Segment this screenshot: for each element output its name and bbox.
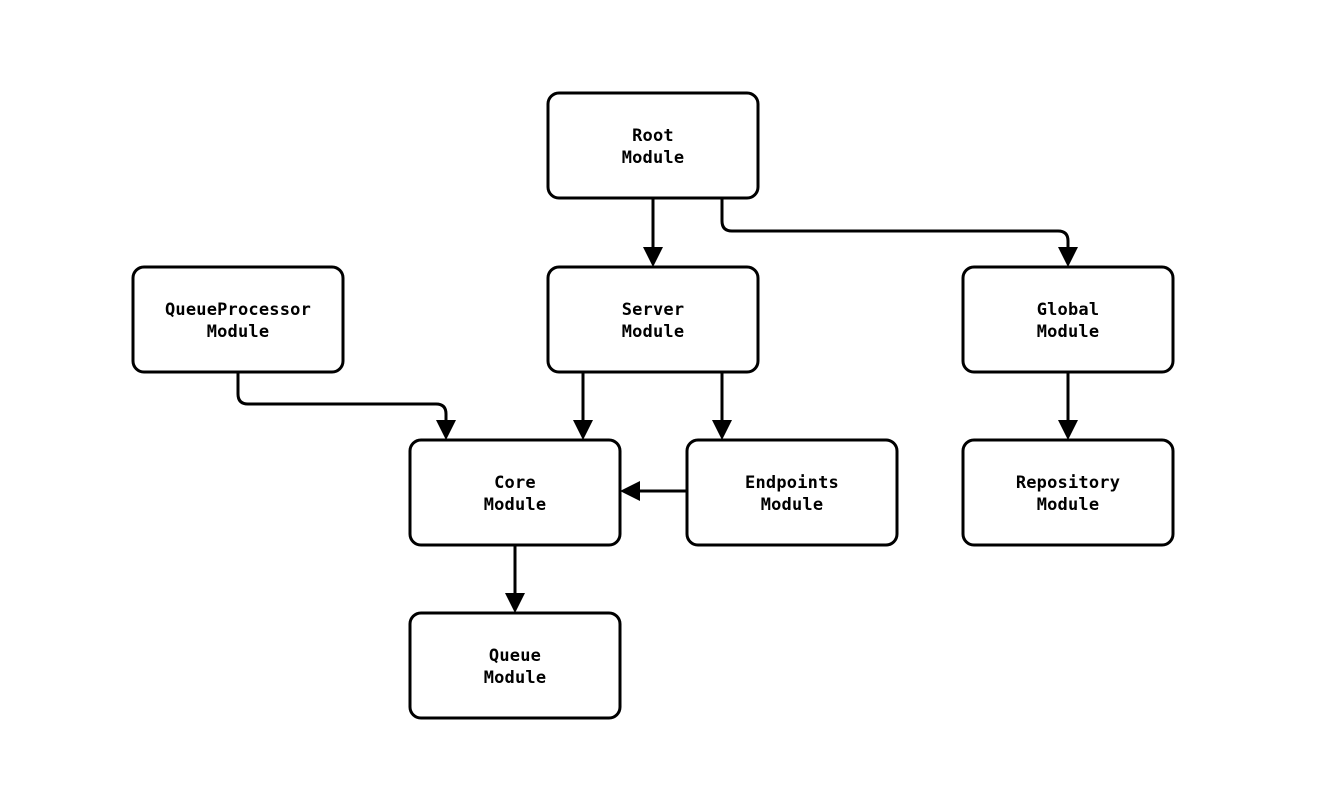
edge-root-global-arrowhead (1058, 247, 1078, 267)
node-server[interactable]: Server Module (546, 265, 760, 374)
node-core-label-line2: Module (484, 495, 547, 515)
node-endpoints-label-line1: Endpoints (745, 473, 839, 493)
node-global-box[interactable] (961, 265, 1175, 374)
node-queueprocessor-box[interactable] (131, 265, 345, 374)
edge-core-queue (505, 545, 525, 613)
node-root-box[interactable] (546, 91, 760, 200)
node-core-label-line1: Core (494, 473, 536, 493)
node-global[interactable]: Global Module (961, 265, 1175, 374)
node-repository-label-line2: Module (1037, 495, 1100, 515)
node-endpoints[interactable]: Endpoints Module (685, 438, 899, 547)
edge-queueprocessor-core-line (236, 372, 448, 427)
node-server-label-line2: Module (622, 322, 685, 342)
edge-root-global-line (720, 198, 1070, 254)
node-repository-label-line1: Repository (1016, 473, 1120, 493)
node-core[interactable]: Core Module (408, 438, 622, 547)
edge-server-endpoints (712, 372, 732, 440)
edge-server-core-arrowhead (573, 420, 593, 440)
node-global-label-line2: Module (1037, 322, 1100, 342)
edge-root-server-arrowhead (643, 247, 663, 267)
edge-server-endpoints-arrowhead (712, 420, 732, 440)
node-queue[interactable]: Queue Module (408, 611, 622, 720)
node-queueprocessor-label-line1: QueueProcessor (165, 300, 311, 320)
node-repository-box[interactable] (961, 438, 1175, 547)
edge-root-global (720, 198, 1078, 267)
edge-global-repository (1058, 372, 1078, 440)
edge-queueprocessor-core (236, 372, 456, 440)
node-global-label-line1: Global (1037, 300, 1100, 320)
node-server-label-line1: Server (622, 300, 685, 320)
node-repository[interactable]: Repository Module (961, 438, 1175, 547)
edge-endpoints-core-arrowhead (620, 481, 640, 501)
edge-layer (236, 198, 1078, 613)
node-root-label-line1: Root (632, 126, 674, 146)
node-queue-box[interactable] (408, 611, 622, 720)
node-queueprocessor-label-line2: Module (207, 322, 270, 342)
edge-core-queue-arrowhead (505, 593, 525, 613)
edge-root-server (643, 198, 663, 267)
edge-server-core (573, 372, 593, 440)
node-endpoints-box[interactable] (685, 438, 899, 547)
edge-endpoints-core (620, 481, 687, 501)
edge-queueprocessor-core-arrowhead (436, 420, 456, 440)
node-layer: Root Module QueueProcessor Module Server… (131, 91, 1175, 720)
node-queue-label-line1: Queue (489, 646, 541, 666)
node-root[interactable]: Root Module (546, 91, 760, 200)
node-server-box[interactable] (546, 265, 760, 374)
node-core-box[interactable] (408, 438, 622, 547)
edge-global-repository-arrowhead (1058, 420, 1078, 440)
node-endpoints-label-line2: Module (761, 495, 824, 515)
node-root-label-line2: Module (622, 148, 685, 168)
node-queueprocessor[interactable]: QueueProcessor Module (131, 265, 345, 374)
node-queue-label-line2: Module (484, 668, 547, 688)
